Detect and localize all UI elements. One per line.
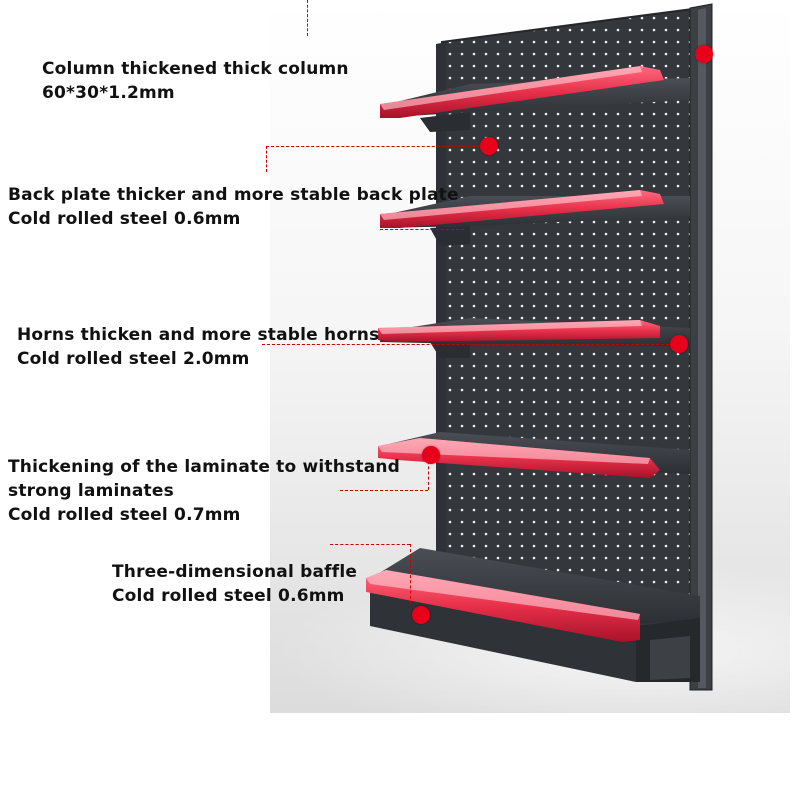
caption-horns: Horns thicken and more stable horns Cold… <box>17 323 379 371</box>
base-deck <box>366 548 700 682</box>
shelf-4 <box>378 432 690 478</box>
marker-baffle <box>412 606 430 624</box>
guide-line-2-drop <box>266 146 267 172</box>
caption-column-title: Column thickened thick column <box>42 59 349 79</box>
caption-laminate-spec: Cold rolled steel 0.7mm <box>8 505 241 525</box>
caption-back-plate: Back plate thicker and more stable back … <box>8 183 459 231</box>
caption-column-spec: 60*30*1.2mm <box>42 83 175 103</box>
caption-laminate-title-2: strong laminates <box>8 481 174 501</box>
shelf-1 <box>380 66 690 132</box>
caption-back-plate-spec: Cold rolled steel 0.6mm <box>8 209 241 229</box>
shelf-3 <box>378 318 690 358</box>
caption-laminate: Thickening of the laminate to withstand … <box>8 455 400 527</box>
marker-horns <box>670 335 688 353</box>
caption-baffle-spec: Cold rolled steel 0.6mm <box>112 586 345 606</box>
marker-column <box>695 45 713 63</box>
caption-laminate-title: Thickening of the laminate to withstand <box>8 457 401 477</box>
caption-horns-spec: Cold rolled steel 2.0mm <box>17 349 250 369</box>
guide-line-5 <box>340 490 428 491</box>
caption-back-plate-title: Back plate thicker and more stable back … <box>8 185 459 205</box>
guide-line-4 <box>262 344 674 345</box>
guide-line-6-drop <box>410 544 411 604</box>
caption-horns-title: Horns thicken and more stable horns <box>17 325 380 345</box>
guide-line-6 <box>330 544 410 545</box>
caption-baffle: Three-dimensional baffle Cold rolled ste… <box>112 560 357 608</box>
caption-column: Column thickened thick column 60*30*1.2m… <box>42 57 349 105</box>
guide-line-top <box>307 0 308 36</box>
caption-baffle-title: Three-dimensional baffle <box>112 562 358 582</box>
marker-back-plate <box>480 137 498 155</box>
guide-line-2 <box>266 146 480 147</box>
marker-laminate <box>422 446 440 464</box>
shelf-2 <box>380 190 690 246</box>
guide-line-3 <box>380 229 464 230</box>
guide-line-5-drop <box>428 456 429 490</box>
